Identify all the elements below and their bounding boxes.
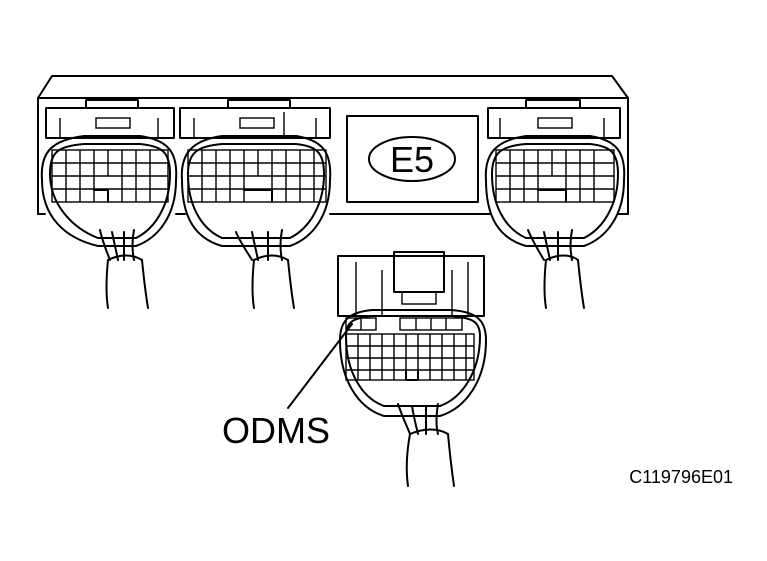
e5-label-window: E5 [346, 115, 479, 203]
odms-leader-line [287, 323, 353, 409]
ecu-housing [37, 75, 629, 215]
figure-id: C119796E01 [629, 467, 733, 487]
odms-label: ODMS [222, 410, 330, 451]
harness-connector-left [40, 135, 178, 309]
connector-header-right [487, 99, 621, 139]
unplugged-connector [337, 251, 487, 487]
connector-header-middle [179, 99, 331, 139]
odms-callout: ODMS [222, 323, 353, 451]
harness-connector-right [484, 135, 626, 309]
connector-header-left [45, 99, 175, 139]
harness-connector-middle [180, 135, 332, 309]
e5-connector-label: E5 [390, 139, 434, 180]
